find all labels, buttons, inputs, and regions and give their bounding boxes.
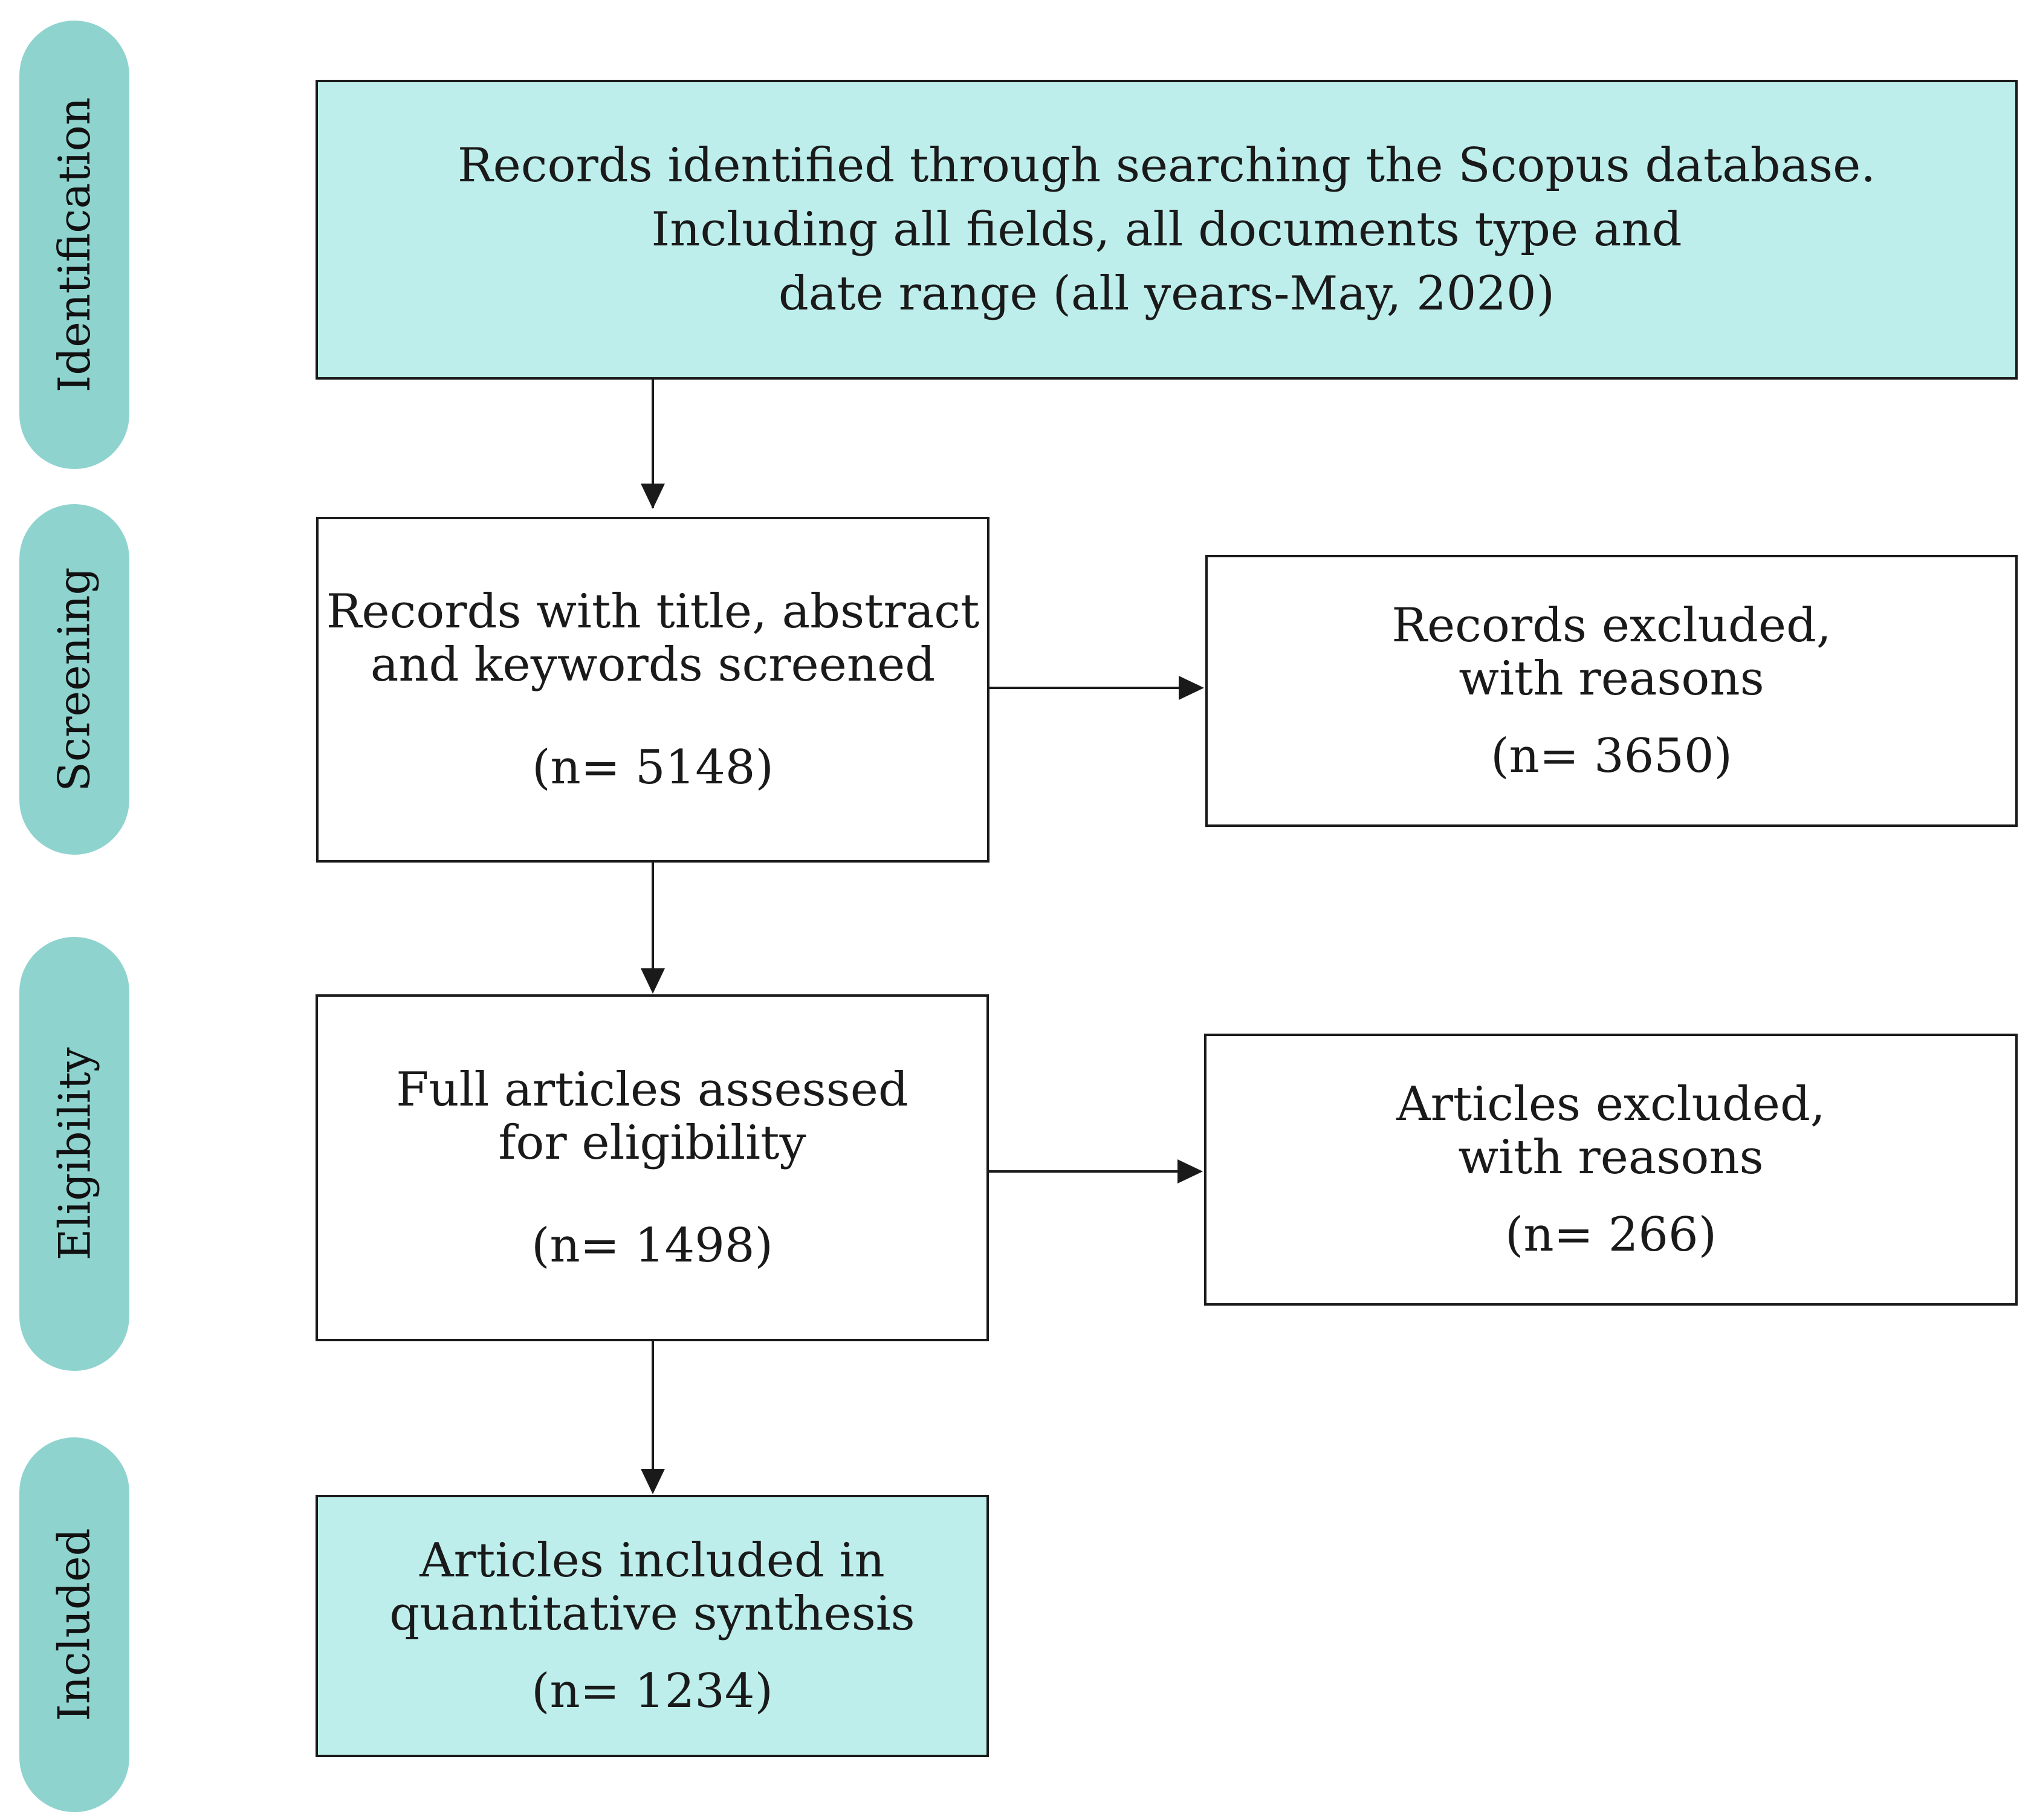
box-records-identified-line-2: Including all fields, all documents type…: [651, 202, 1682, 257]
stage-eligibility: Eligibility: [19, 937, 129, 1371]
box-records-screened-count: (n= 5148): [532, 740, 774, 795]
arrowhead-right-1: [1179, 676, 1204, 700]
box-records-screened: Records with title, abstract and keyword…: [316, 517, 989, 863]
box-articles-excluded-line-1: Articles excluded,: [1396, 1077, 1825, 1132]
arrowhead-down-1: [641, 484, 665, 509]
box-records-identified: Records identified through searching the…: [316, 80, 2018, 380]
stage-screening: Screening: [19, 504, 129, 855]
stage-identification: Identification: [19, 21, 129, 469]
box-records-identified-line-1: Records identified through searching the…: [457, 138, 1876, 193]
box-records-excluded-line-2: with reasons: [1459, 651, 1764, 706]
arrowhead-down-3: [641, 1469, 665, 1494]
arrowhead-down-2: [641, 968, 665, 994]
box-articles-excluded-line-2: with reasons: [1458, 1130, 1764, 1185]
box-articles-included-line-2: quantitative synthesis: [389, 1586, 915, 1641]
box-articles-included-line-1: Articles included in: [419, 1533, 885, 1588]
box-records-screened-line-1: Records with title, abstract: [326, 584, 980, 639]
box-full-articles: Full articles assessed for eligibility (…: [316, 994, 989, 1341]
box-full-articles-line-2: for eligibility: [498, 1115, 806, 1170]
box-articles-excluded: Articles excluded, with reasons (n= 266): [1204, 1034, 2018, 1306]
box-full-articles-count: (n= 1498): [531, 1219, 773, 1274]
arrowhead-right-2: [1177, 1159, 1203, 1184]
box-records-identified-line-3: date range (all years-May, 2020): [778, 267, 1555, 322]
box-full-articles-line-1: Full articles assessed: [396, 1062, 908, 1117]
box-articles-included-count: (n= 1234): [531, 1664, 773, 1719]
box-articles-excluded-count: (n= 266): [1504, 1208, 1717, 1263]
stage-included: Included: [19, 1437, 129, 1812]
box-records-excluded: Records excluded, with reasons (n= 3650): [1205, 555, 2018, 827]
box-records-excluded-count: (n= 3650): [1491, 729, 1732, 784]
box-records-excluded-line-1: Records excluded,: [1391, 598, 1832, 653]
box-records-screened-line-2: and keywords screened: [370, 637, 936, 692]
box-articles-included: Articles included in quantitative synthe…: [316, 1495, 989, 1757]
